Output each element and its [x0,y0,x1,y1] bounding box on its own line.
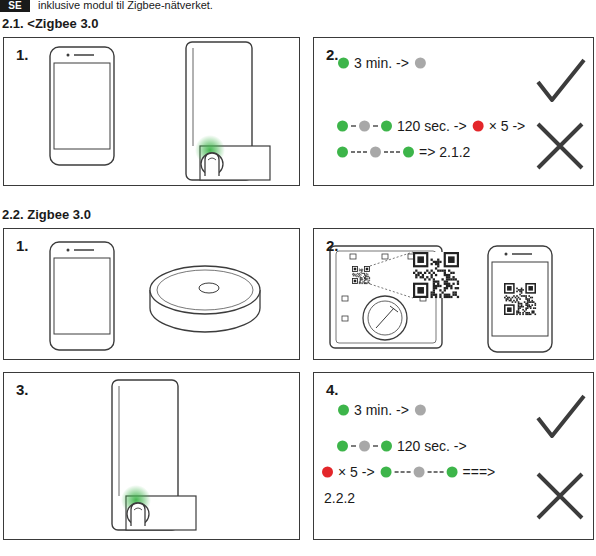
led-dot [337,147,348,158]
thermostat [112,380,196,530]
led-dash [351,125,356,126]
qr-code [413,252,459,298]
smartphone [50,47,114,165]
led-dot [447,467,458,478]
led-dot [403,147,414,158]
led-dot [381,121,392,132]
zigbee-gateway [150,266,260,332]
status-text: ===> [463,464,496,480]
led-dash [395,471,411,472]
finger [205,153,219,176]
language-badge: SE [0,0,30,12]
step-number: 3. [16,381,29,398]
battery [363,296,407,340]
led-dot [381,467,392,478]
led-dot [415,58,426,69]
logo [199,283,219,293]
smartphone [50,242,114,350]
section-heading: 2.1. <Zigbee 3.0 [2,16,98,31]
qr-code [352,266,370,284]
step-panel: 4. 3 min. -> 120 sec. -> × 5 -> ===> 2.2.2 [313,372,594,540]
led-dash [428,471,444,472]
step-panel: 2. 3 min. -> 120 sec. -> × 5 -> => 2.1.2 [313,37,594,186]
led-dot [415,405,426,416]
led-dot [337,441,348,452]
status-text: 120 sec. -> [397,118,467,134]
step-panel: 1. [3,228,300,360]
status-text: × 5 -> [489,118,526,134]
status-text: => 2.1.2 [419,144,470,160]
status-text: 3 min. -> [354,402,409,418]
step-panel: 1. [3,37,300,186]
led-dash [373,445,378,446]
button [201,153,223,175]
intro-note: inklusive modul til Zigbee-nätverket. [38,0,213,12]
step-panel: 2. [313,228,594,360]
step-number: 1. [16,237,29,254]
led-dot [370,147,381,158]
status-text: × 5 -> [338,464,375,480]
finger [131,503,145,526]
status-text: 120 sec. -> [397,438,467,454]
smartphone [488,246,552,352]
failure-cross [538,474,582,518]
success-check [538,60,584,100]
step-number: 4. [326,381,339,398]
led-dash [351,445,356,446]
step-panel: 3. [3,372,300,540]
section-heading: 2.2. Zigbee 3.0 [2,207,91,222]
led-dash [373,125,378,126]
led-dot [338,405,349,416]
button [127,503,149,525]
led-dot [473,121,484,132]
success-check [538,396,584,436]
status-text: 3 min. -> [354,55,409,71]
leader-line [370,252,413,298]
led-dot [322,467,333,478]
led-dot [338,58,349,69]
step-number: 1. [16,46,29,63]
thermostat [186,42,270,180]
qr-code [504,283,536,315]
led-dash [351,151,367,152]
step-number: 2. [326,237,339,254]
step-number: 2. [326,46,339,63]
led-dot [414,467,425,478]
led-dash [384,151,400,152]
status-text: 2.2.2 [324,490,355,506]
led-dot [359,441,370,452]
led-dot [359,121,370,132]
led-dot [337,121,348,132]
led-dot [381,441,392,452]
failure-cross [538,124,582,168]
